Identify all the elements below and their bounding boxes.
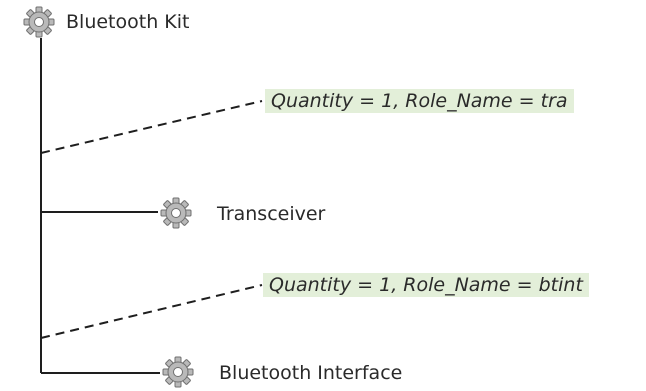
transceiver-node-label: Transceiver <box>217 203 326 225</box>
gear-icon <box>23 6 55 38</box>
annotation-transceiver: Quantity = 1, Role_Name = tra <box>265 89 574 113</box>
gear-icon <box>162 356 194 388</box>
gear-icon <box>160 197 192 229</box>
root-node-label: Bluetooth Kit <box>66 11 190 33</box>
annotation-leader-transceiver <box>40 100 263 154</box>
bluetooth-interface-node-label: Bluetooth Interface <box>219 362 403 384</box>
annotation-bluetooth-interface: Quantity = 1, Role_Name = btint <box>263 273 589 297</box>
annotation-leader-bluetooth-interface <box>40 284 263 339</box>
